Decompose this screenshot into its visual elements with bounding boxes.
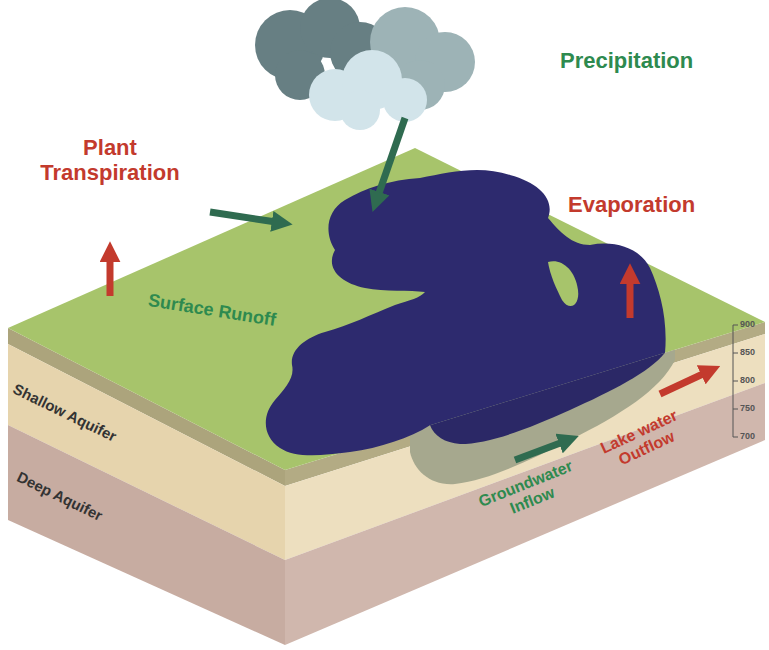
flow-label: Plant Transpiration [25,135,195,186]
cloud [255,0,475,130]
scale-tick [733,437,738,438]
scale-tick [733,381,738,382]
cloud-puff [383,78,427,122]
scale-tick [733,409,738,410]
scale-tick [733,325,738,326]
peninsula [548,261,578,306]
outflow-arrow [660,373,705,394]
scale-tick [733,353,738,354]
transpiration-arrow [107,258,114,296]
runoff-arrow [210,212,276,222]
scale-number: 850 [740,347,755,357]
scale-number: 900 [740,319,755,329]
flow-label: Evaporation [568,192,695,217]
precipitation-arrow [378,118,405,196]
cloud-puff [340,90,380,130]
evaporation-arrow [627,280,634,318]
scale-number: 750 [740,403,755,413]
scale-number: 800 [740,375,755,385]
elevation-scale [733,325,738,437]
flow-label: Precipitation [560,48,693,73]
groundwater-arrow [515,442,563,460]
deep-aquifer-layer [8,425,285,645]
scale-number: 700 [740,431,755,441]
